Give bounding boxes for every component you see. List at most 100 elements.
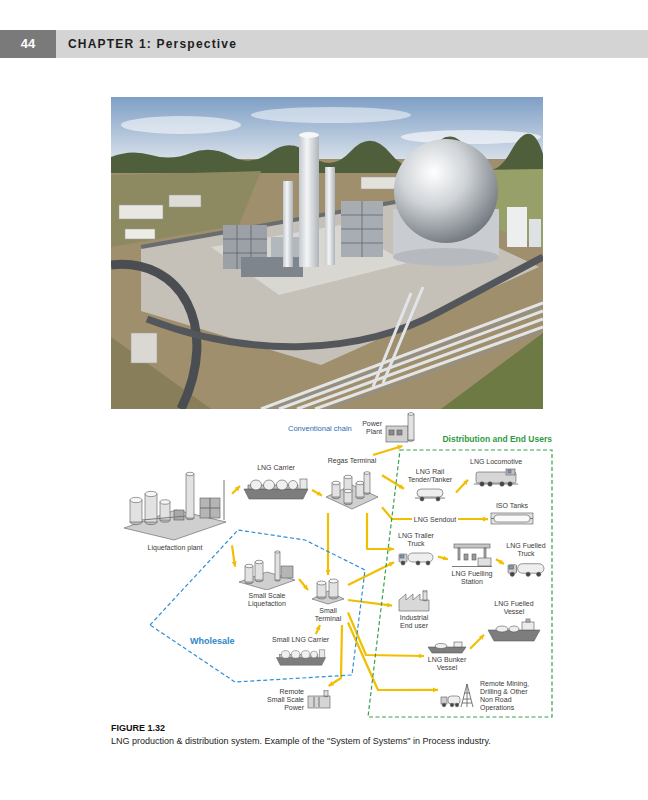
plant-icon <box>174 510 184 520</box>
ship-icon <box>264 480 275 490</box>
region-band: Distribution and End UsersLNG Rail Tende… <box>360 434 554 720</box>
station-icon <box>478 558 491 566</box>
power-icon <box>397 430 402 435</box>
truck-icon <box>400 555 404 558</box>
regas-icon <box>344 489 352 493</box>
photo-process-units <box>223 239 267 240</box>
flow-arrow <box>232 545 235 566</box>
loco-icon <box>508 482 512 486</box>
flow-arrow <box>456 480 468 493</box>
iso-icon <box>530 518 533 519</box>
regas-icon <box>364 472 370 475</box>
component-label: Remote Mining, Drilling & Other Non Road… <box>480 680 538 712</box>
chapter-heading: CHAPTER 1: Perspective <box>68 37 237 52</box>
regas-icon <box>356 483 364 497</box>
bunker-icon <box>428 647 466 653</box>
photo-process-units <box>341 201 383 257</box>
genset-icon <box>308 696 330 708</box>
photo-process-units <box>241 257 303 277</box>
ship-icon <box>281 651 289 659</box>
ship-icon <box>319 650 324 658</box>
flow-arrow <box>496 559 504 564</box>
truck-icon <box>537 572 541 576</box>
flow-arrow <box>348 623 438 691</box>
component-node: Regas Terminal <box>322 455 382 513</box>
component-node: Small Terminal <box>308 575 348 625</box>
vessel-icon <box>509 626 519 632</box>
component-label: LNG Carrier <box>257 464 295 472</box>
station-icon <box>452 566 492 567</box>
plant-icon <box>130 500 142 522</box>
component-label: LNG Bunker Vessel <box>426 656 468 672</box>
photo-pipe-rack <box>383 287 423 383</box>
ship-icon <box>289 481 298 490</box>
component-node: LNG Bunker Vessel <box>424 638 470 674</box>
photo-storage-sphere <box>394 139 498 243</box>
photo-landscape <box>111 134 543 409</box>
photo-buildings <box>125 229 155 239</box>
component-node: ISO Tanks <box>488 500 536 528</box>
component-label: Liquefaction plant <box>148 544 203 552</box>
edge-label: LNG Sendout <box>412 515 458 524</box>
region-heading: Wholesale <box>190 636 235 647</box>
photo-storage-sphere <box>529 219 541 247</box>
component-label: Power Plant <box>358 420 382 436</box>
component-label: ISO Tanks <box>496 502 528 510</box>
iso-icon <box>494 515 530 522</box>
page-number: 44 <box>0 30 56 58</box>
photo-process-units <box>283 181 293 267</box>
photo-buildings <box>169 195 201 207</box>
flow-arrow <box>438 557 448 560</box>
bunker-icon <box>435 644 447 649</box>
vessel-icon <box>522 622 534 630</box>
loco-icon <box>474 468 518 488</box>
plant-icon <box>224 480 225 520</box>
regas-icon <box>364 473 370 493</box>
rail-icon <box>436 497 440 501</box>
photo-buildings <box>119 205 163 219</box>
component-node: LNG Fuelled Truck <box>504 540 548 580</box>
plant-icon <box>186 474 194 518</box>
photo-pipe-rack <box>261 287 543 409</box>
ship-icon <box>291 651 299 659</box>
photo-buildings <box>131 333 157 363</box>
station-icon <box>452 542 492 568</box>
regas-icon <box>324 467 380 511</box>
truck-icon <box>426 561 430 565</box>
power-icon <box>384 412 416 444</box>
flow-arrow <box>312 490 322 496</box>
component-node: LNG Carrier <box>240 462 312 502</box>
plant-icon <box>186 472 194 476</box>
truck-icon <box>408 553 433 562</box>
component-node: LNG Locomotive <box>468 456 524 490</box>
ship-icon <box>301 651 309 659</box>
genset-icon <box>314 697 315 707</box>
plant-icon <box>145 494 157 522</box>
loco-icon <box>488 482 492 486</box>
vessel-icon <box>496 626 508 632</box>
regas-icon <box>356 481 364 485</box>
rail-icon <box>417 489 443 497</box>
flow-arrow <box>327 513 329 575</box>
component-node: Small Scale Liquefaction <box>235 548 299 610</box>
ship-icon <box>276 658 325 666</box>
smallplant-icon <box>237 550 297 590</box>
photo-storage-sphere <box>393 139 541 266</box>
ship-icon <box>277 480 288 490</box>
flow-arrow <box>316 625 320 634</box>
component-node: LNG Fuelled Vessel <box>484 598 544 644</box>
photo-process-units <box>299 135 319 267</box>
ship-icon <box>310 651 317 658</box>
vessel-icon <box>486 618 542 642</box>
rig-icon <box>462 703 472 704</box>
genset-icon <box>319 697 320 707</box>
component-label: Small LNG Carrier <box>272 636 329 644</box>
photo-process-units <box>237 225 238 269</box>
plant-icon <box>210 498 211 518</box>
component-label: LNG Trailer Truck <box>396 532 436 548</box>
flow-arrow <box>299 579 308 590</box>
terminal-icon <box>311 577 345 605</box>
power-icon <box>408 413 414 416</box>
